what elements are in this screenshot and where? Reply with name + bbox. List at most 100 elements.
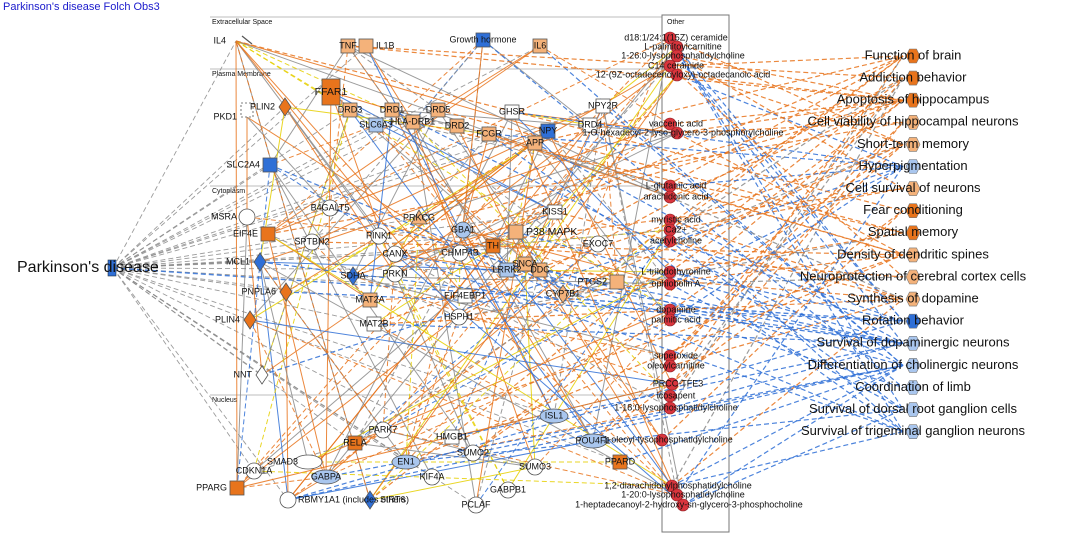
node-il4[interactable]: [241, 35, 253, 45]
node-en1[interactable]: [391, 454, 421, 470]
metabolite-node[interactable]: [665, 377, 679, 391]
metabolite-node[interactable]: [670, 68, 684, 82]
function-node[interactable]: [905, 358, 921, 373]
metabolite-node[interactable]: [663, 234, 677, 248]
node-ddc[interactable]: [532, 262, 548, 278]
function-node[interactable]: [905, 247, 921, 263]
node-drd2[interactable]: [449, 118, 465, 134]
node-smad3[interactable]: [293, 454, 323, 470]
node-hla[interactable]: [405, 114, 421, 130]
node-gh[interactable]: [475, 32, 491, 48]
function-node[interactable]: [905, 402, 921, 417]
node-chmp4b[interactable]: [451, 244, 469, 262]
node-pnpla6[interactable]: [279, 282, 293, 302]
node-lrrk2[interactable]: [499, 262, 515, 278]
metabolite-node[interactable]: [663, 401, 677, 415]
node-pclaf[interactable]: [467, 496, 485, 514]
node-rbmy1a1[interactable]: [279, 491, 297, 509]
node-gabpb1[interactable]: [499, 481, 517, 499]
metabolite-node[interactable]: [663, 313, 677, 327]
function-node[interactable]: [905, 159, 921, 174]
function-node[interactable]: [905, 335, 921, 351]
metabolite-node[interactable]: [663, 190, 677, 204]
node-rela[interactable]: [347, 435, 363, 451]
node-eif4e[interactable]: [260, 226, 276, 242]
node-fcgr[interactable]: [481, 126, 497, 142]
metabolite-node[interactable]: [676, 498, 690, 512]
node-sirt6[interactable]: [363, 490, 377, 510]
node-sumo3[interactable]: [526, 458, 544, 476]
node-plin2[interactable]: [278, 97, 292, 117]
function-node[interactable]: [905, 137, 921, 152]
node-canx[interactable]: [386, 245, 404, 263]
node-cdkn1a[interactable]: [245, 462, 263, 480]
node-mcl1[interactable]: [253, 252, 267, 272]
function-node[interactable]: [905, 225, 921, 241]
node-park7[interactable]: [374, 421, 392, 439]
node-il1b[interactable]: [358, 38, 374, 54]
node-snca[interactable]: [517, 256, 533, 272]
node-ghsr[interactable]: [504, 104, 520, 120]
node-drd3[interactable]: [342, 102, 358, 118]
function-node[interactable]: [905, 380, 921, 395]
node-plin4[interactable]: [243, 310, 257, 330]
function-node[interactable]: [905, 291, 921, 307]
node-pink1[interactable]: [370, 227, 388, 245]
node-prkcg[interactable]: [410, 209, 428, 225]
metabolite-node[interactable]: [670, 488, 684, 502]
node-ppard[interactable]: [612, 454, 628, 470]
node-b4galt5[interactable]: [321, 199, 339, 217]
node-gba1[interactable]: [454, 221, 472, 239]
node-msra[interactable]: [238, 208, 256, 226]
node-sdha[interactable]: [346, 266, 360, 286]
node-pparg[interactable]: [229, 480, 245, 496]
node-kiss1[interactable]: [547, 204, 563, 220]
function-node[interactable]: [905, 313, 921, 329]
node-drd4[interactable]: [582, 117, 598, 133]
function-node[interactable]: [905, 269, 921, 285]
node-mat2a[interactable]: [362, 292, 378, 308]
node-prkn[interactable]: [386, 265, 404, 283]
function-node[interactable]: [905, 92, 921, 108]
node-nnt[interactable]: [255, 365, 269, 385]
node-slc2a4[interactable]: [262, 157, 278, 173]
metabolite-node[interactable]: [663, 277, 677, 291]
function-node[interactable]: [905, 424, 921, 440]
node-ptgs2[interactable]: [609, 274, 625, 290]
function-node[interactable]: [905, 203, 921, 218]
node-pkd1[interactable]: [240, 102, 254, 118]
metabolite-node[interactable]: [670, 49, 684, 63]
node-cyp7b1[interactable]: [556, 284, 570, 304]
node-gabpa[interactable]: [311, 469, 341, 485]
node-eif4ebp1[interactable]: [457, 288, 473, 304]
node-hsph1[interactable]: [450, 308, 468, 326]
node-pou4f1[interactable]: [578, 433, 608, 449]
node-sumo2[interactable]: [464, 444, 482, 462]
node-p38[interactable]: [508, 224, 524, 240]
node-slc6a3[interactable]: [368, 117, 384, 133]
function-node[interactable]: [905, 48, 921, 64]
node-mat2b[interactable]: [366, 316, 382, 332]
node-tnf[interactable]: [340, 38, 356, 54]
node-drd5[interactable]: [430, 102, 446, 118]
metabolite-node[interactable]: [655, 433, 669, 447]
metabolite-node[interactable]: [663, 59, 677, 73]
node-sptbn2[interactable]: [303, 233, 321, 251]
node-exoc7[interactable]: [589, 235, 607, 253]
node-hmgb1[interactable]: [444, 429, 460, 445]
node-npy[interactable]: [540, 123, 556, 139]
metabolite-node[interactable]: [663, 31, 677, 45]
function-node[interactable]: [905, 70, 921, 86]
metabolite-node[interactable]: [670, 126, 684, 140]
node-il6[interactable]: [532, 38, 548, 54]
node-npy2r[interactable]: [595, 98, 611, 114]
function-node[interactable]: [905, 115, 921, 130]
metabolite-node[interactable]: [663, 359, 677, 373]
hub-node[interactable]: [107, 259, 117, 277]
node-ffar1[interactable]: [321, 78, 341, 106]
function-node[interactable]: [905, 181, 921, 196]
node-kif4a[interactable]: [423, 468, 441, 486]
metabolite-node[interactable]: [663, 117, 677, 131]
node-drd1[interactable]: [384, 102, 400, 118]
node-isl1[interactable]: [539, 408, 569, 424]
